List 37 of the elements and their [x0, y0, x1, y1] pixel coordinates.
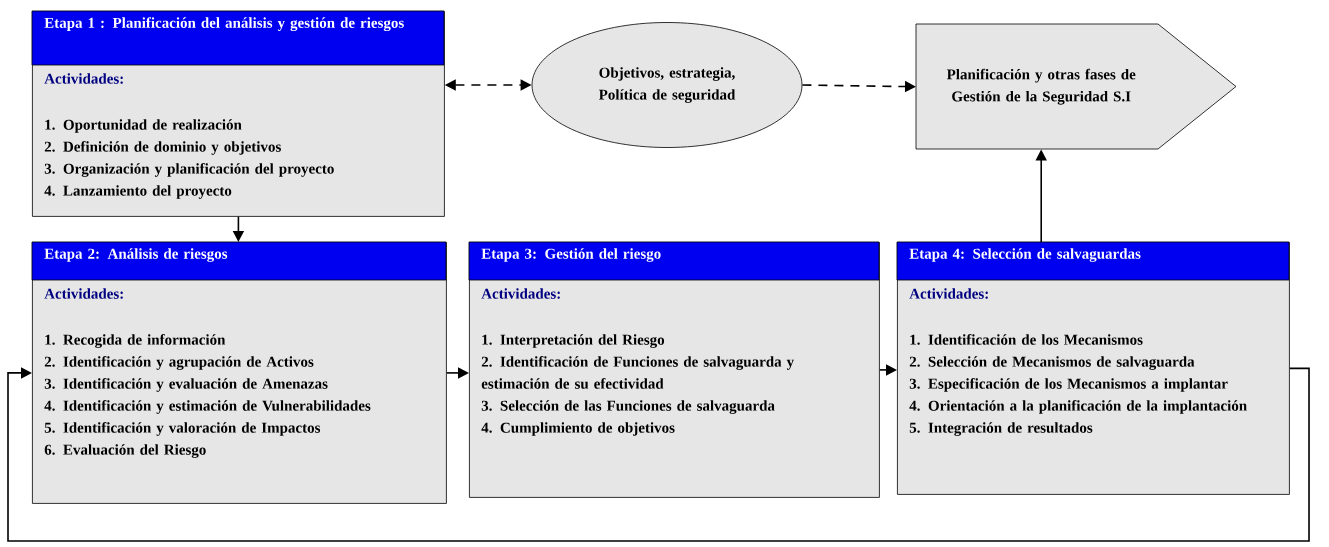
arrow — [7, 367, 1310, 542]
goal-ellipse — [531, 22, 803, 148]
stage-box — [31, 241, 447, 504]
activity-item: 1. Identificación de los Mecanismos — [910, 334, 1143, 345]
pentagon-arrow-box — [915, 23, 1237, 150]
activities-heading: Actividades: — [44, 73, 123, 84]
activity-item: 1. Recogida de información — [45, 334, 226, 348]
activity-item: 3. Organización y planificación del proyecto — [44, 163, 334, 177]
activities-heading: Actividades: — [44, 288, 123, 299]
activities-heading: Actividades: — [909, 288, 988, 299]
activity-item: 2. Definición de dominio y objetivos — [44, 141, 281, 155]
stage-heading: Etapa 4: Selección de salvaguardas — [909, 248, 1141, 262]
activity-item: 3. Identificación y evaluación de Amenazas — [44, 378, 328, 392]
activity-item: 4. Lanzamiento del proyecto — [44, 185, 232, 199]
activity-item: 4. Orientación a la planificación de la implantación — [909, 400, 1247, 414]
activity-item: 3. Especificación de los Mecanismos a implantar — [909, 378, 1228, 392]
activity-item: 2. Identificación y agrupación de Activos — [44, 356, 314, 370]
arrow — [446, 367, 469, 379]
activities-heading: Actividades: — [481, 288, 560, 299]
activity-item: 6. Evaluación del Riesgo — [44, 444, 206, 458]
stage-box — [468, 241, 880, 498]
activity-item: 4. Identificación y estimación de Vulnerabilidades — [44, 400, 371, 414]
activity-item: 1. Oportunidad de realización — [45, 119, 242, 133]
activity-item: 2. Selección de Mecanismos de salvaguarda — [909, 356, 1195, 370]
stage-box — [896, 241, 1290, 495]
activity-item: 2. Identificación de Funciones de salvaguarda y estimación de su efectividad — [481, 356, 794, 389]
stage-heading: Etapa 2: Análisis de riesgos — [44, 248, 228, 262]
activity-item: 3. Selección de las Funciones de salvaguarda — [481, 400, 775, 414]
stage-heading: Etapa 1 : Planificación del análisis y gestión de riesgos — [44, 17, 404, 32]
ellipse-text: Objetivos, estrategia, Política de seguridad — [598, 67, 736, 103]
stage-heading: Etapa 3: Gestión del riesgo — [481, 248, 661, 262]
activity-item: 5. Identificación y valoración de Impactos — [44, 422, 321, 436]
activity-item: 1. Interpretación del Riesgo — [482, 334, 665, 348]
pentagon-text: Planificación y otras fases de Gestión de la Seguridad S.I — [946, 68, 1136, 105]
activity-item: 4. Cumplimiento de objetivos — [481, 422, 675, 436]
activity-item: 5. Integración de resultados — [909, 422, 1093, 436]
stage-box — [31, 10, 445, 217]
